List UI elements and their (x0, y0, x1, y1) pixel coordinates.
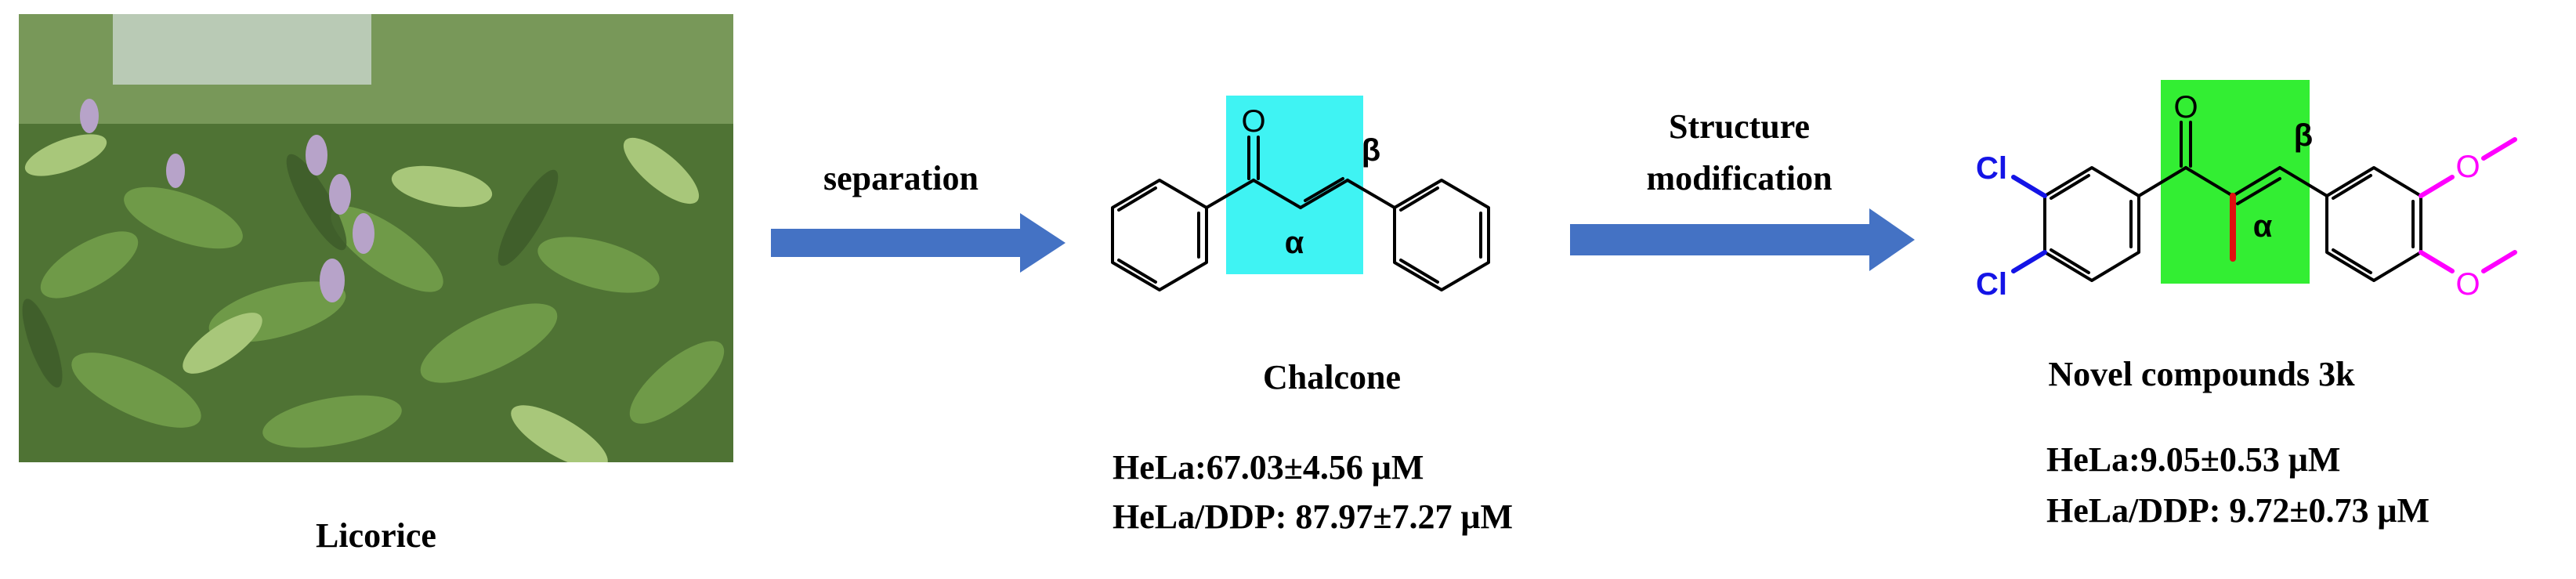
compound-3k-hela-value: HeLa:9.05±0.53 μM (2046, 440, 2341, 479)
compound-3k-structure: O β α Cl Cl O O (1976, 80, 2517, 302)
chalcone-oxygen: O (1241, 104, 1265, 139)
compound-3k-name: Novel compounds 3k (2048, 355, 2355, 393)
compound-3k-methoxy-oxygen-1: O (2455, 150, 2480, 184)
compound-3k-oxygen: O (2173, 90, 2198, 125)
licorice-photo (19, 14, 733, 462)
separation-arrow (771, 213, 1065, 273)
separation-label: separation (823, 159, 979, 197)
licorice-caption: Licorice (316, 516, 436, 555)
modification-arrow (1570, 208, 1915, 271)
chalcone-hela-ddp-value: HeLa/DDP: 87.97±7.27 μM (1113, 498, 1514, 536)
licorice-plant-image (19, 14, 733, 462)
modification-label-line2: modification (1646, 159, 1833, 197)
compound-3k-chlorine-2: Cl (1976, 267, 2007, 302)
chalcone-structure: O β α (1111, 96, 1490, 291)
chalcone-hela-value: HeLa:67.03±4.56 μM (1113, 448, 1424, 487)
compound-3k-beta-label: β (2294, 118, 2313, 153)
compound-3k-alpha-label: α (2253, 209, 2273, 244)
chalcone-alpha-label: α (1285, 226, 1304, 260)
chalcone-beta-label: β (1362, 133, 1380, 168)
compound-3k-chlorine-1: Cl (1976, 151, 2007, 186)
chalcone-name: Chalcone (1263, 358, 1401, 396)
modification-label-line1: Structure (1668, 107, 1811, 146)
compound-3k-hela-ddp-value: HeLa/DDP: 9.72±0.73 μM (2046, 491, 2430, 530)
compound-3k-methoxy-oxygen-2: O (2455, 267, 2480, 302)
